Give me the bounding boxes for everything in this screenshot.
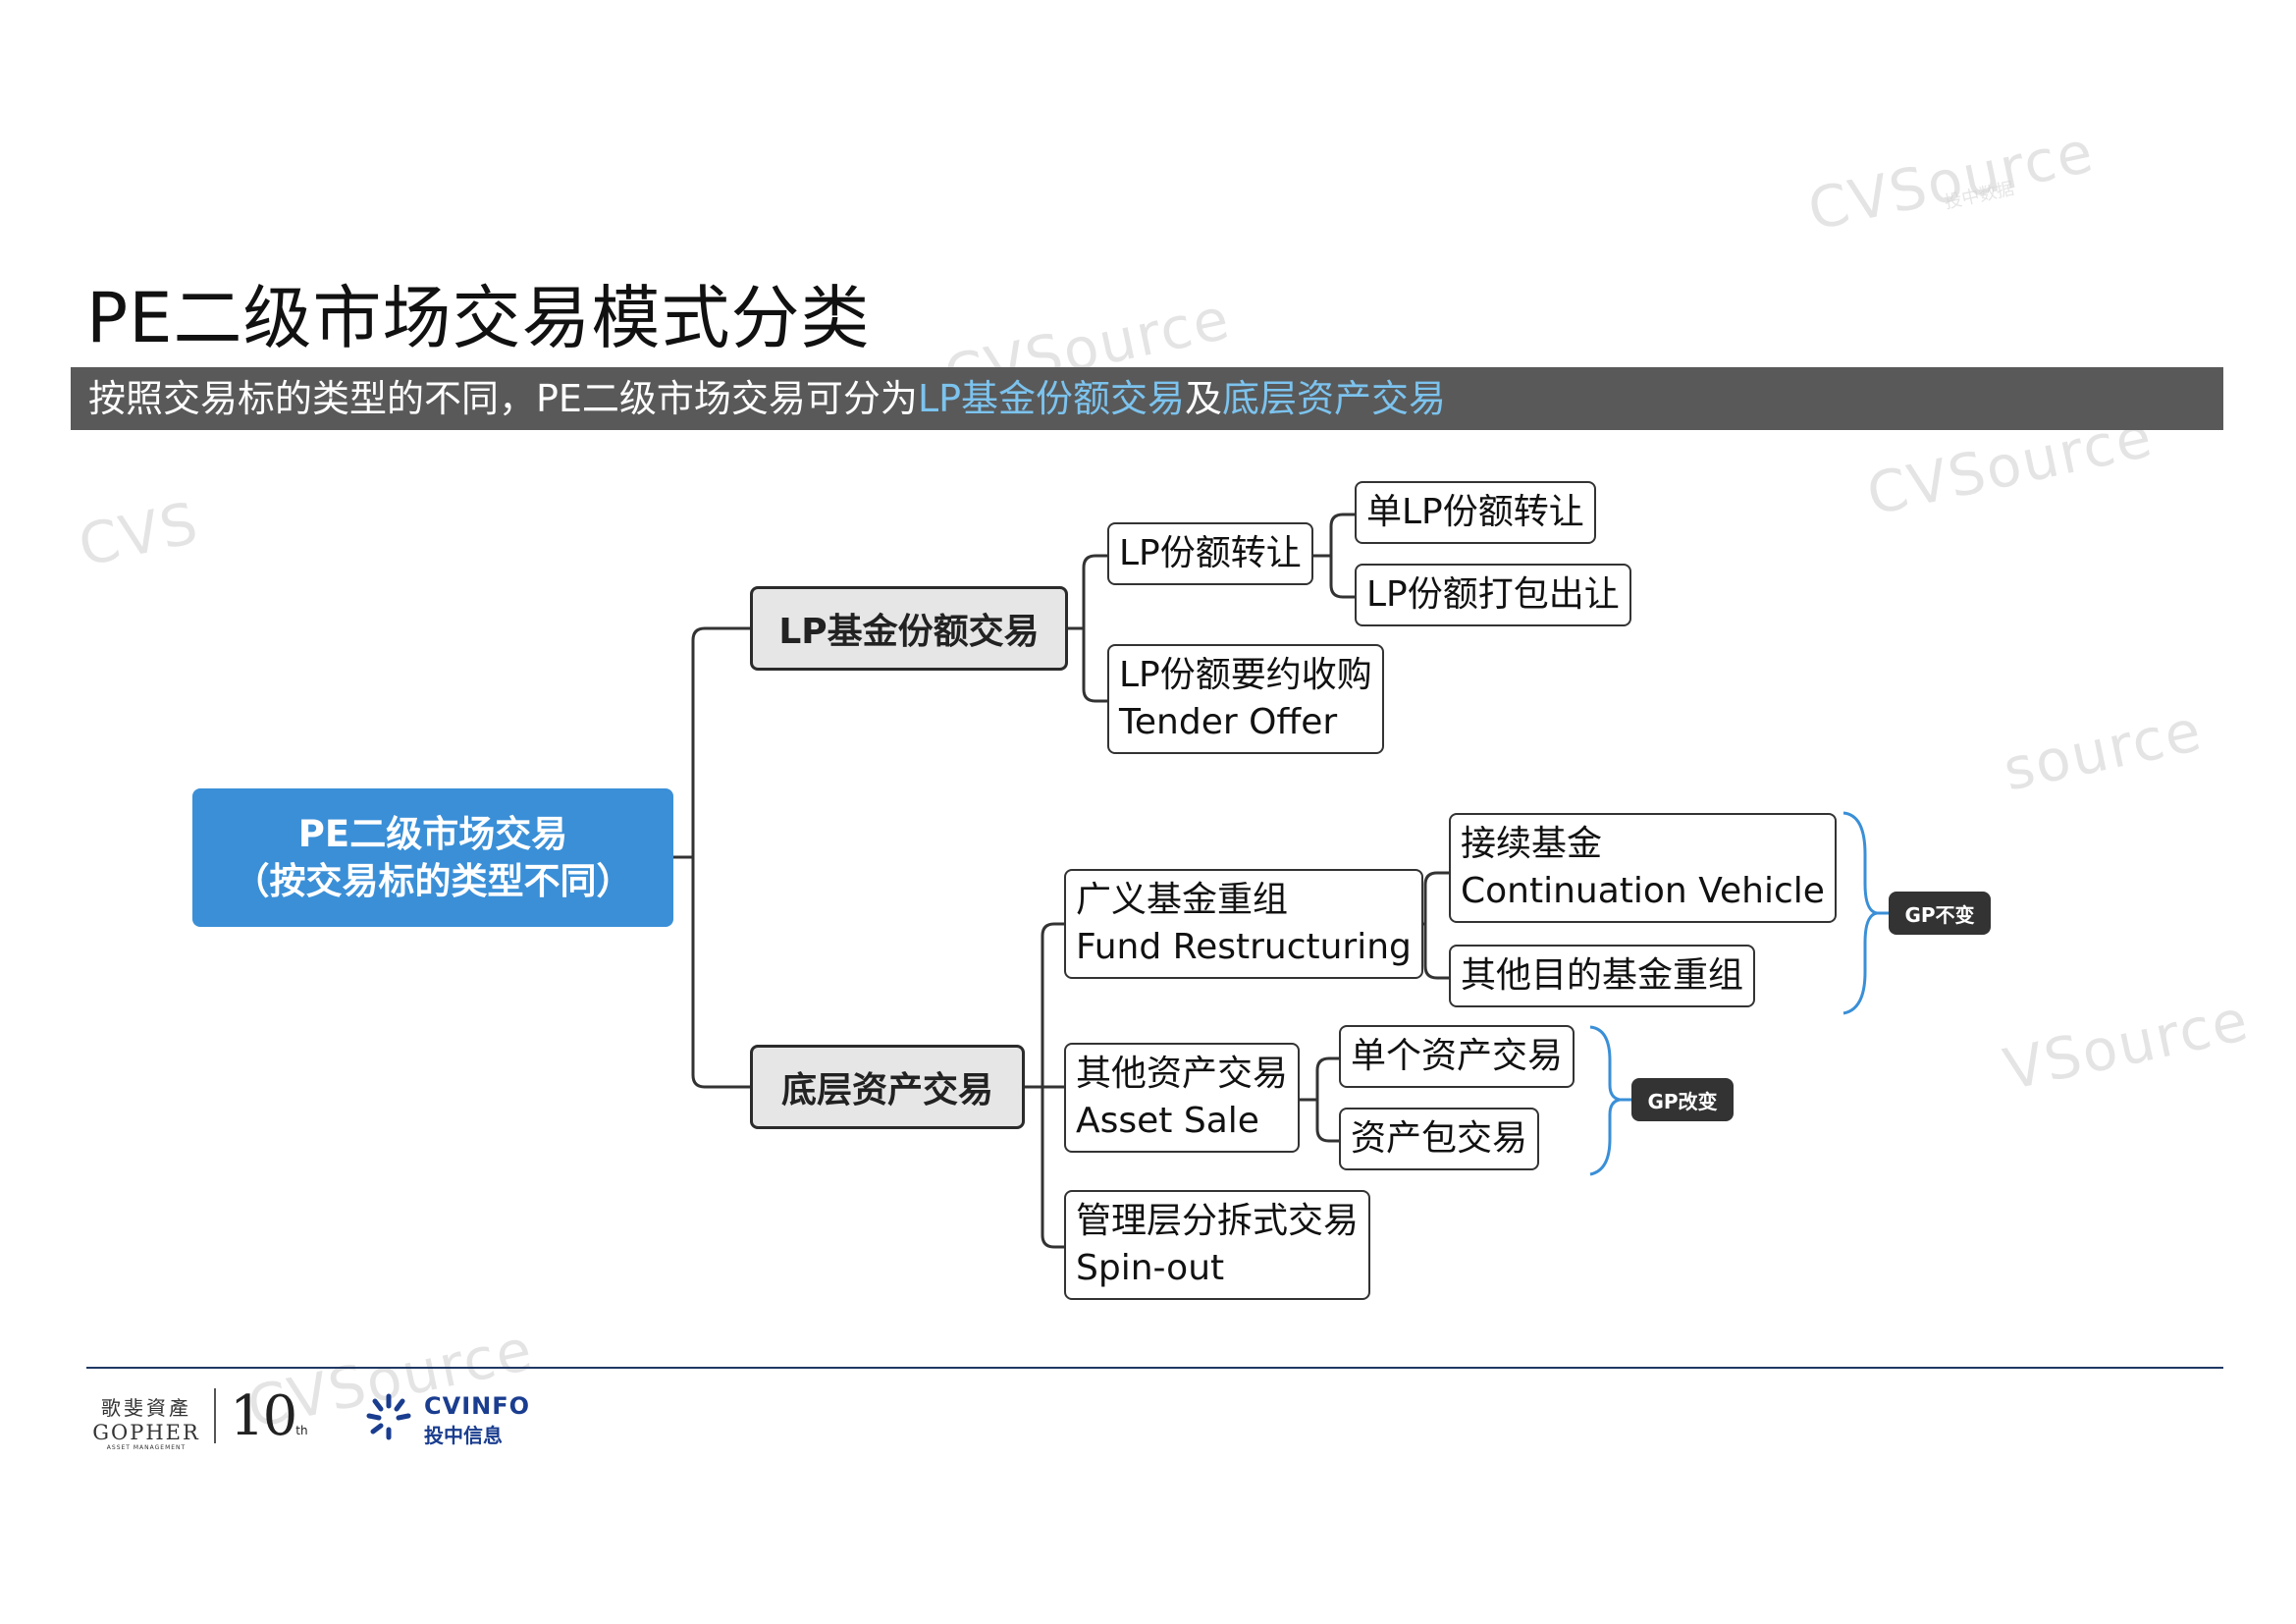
connector-restructuring-other — [1423, 924, 1449, 980]
connector-asset-spinout — [1041, 1087, 1064, 1249]
footer-divider — [86, 1367, 2223, 1369]
connector-asset-restructuring — [1041, 922, 1064, 1087]
root-line1: PE二级市场交易 — [297, 812, 568, 855]
connector-lp-transfer — [1082, 554, 1107, 628]
gopher-logo: 歌斐資產 GOPHER ASSET MANAGEMENT — [92, 1392, 200, 1451]
tender-offer-cn: LP份额要约收购 — [1119, 655, 1372, 695]
tag-gp-changed: GP改变 — [1631, 1078, 1734, 1121]
node-other-restructuring: 其他目的基金重组 — [1449, 945, 1756, 1007]
page-title: PE二级市场交易模式分类 — [86, 278, 871, 358]
gopher-logo-cn: 歌斐資產 — [101, 1396, 191, 1420]
cvinfo-mark-icon — [366, 1393, 411, 1440]
fund-restructuring-cn: 广义基金重组 — [1076, 880, 1289, 920]
cvinfo-logo-en: CVINFO — [424, 1392, 530, 1420]
gopher-logo-sub: ASSET MANAGEMENT — [106, 1444, 187, 1451]
node-lp-package-transfer: LP份额打包出让 — [1355, 564, 1631, 626]
anniversary-suffix: th — [295, 1424, 308, 1437]
node-continuation-vehicle: 接续基金 Continuation Vehicle — [1449, 813, 1837, 923]
node-fund-restructuring: 广义基金重组 Fund Restructuring — [1064, 869, 1423, 979]
node-asset-package-trade: 资产包交易 — [1339, 1108, 1540, 1170]
root-line2: （按交易标的类型不同） — [233, 859, 633, 902]
spin-out-en: Spin-out — [1076, 1248, 1225, 1288]
connector-sale-pack — [1315, 1100, 1339, 1143]
banner-prefix: 按照交易标的类型的不同，PE二级市场交易可分为 — [88, 377, 918, 420]
connector-root-asset — [691, 857, 750, 1089]
continuation-vehicle-cn: 接续基金 — [1461, 824, 1603, 864]
subtitle-banner: 按照交易标的类型的不同，PE二级市场交易可分为LP基金份额交易及底层资产交易 — [71, 367, 2223, 430]
anniversary-number: 10 — [230, 1384, 297, 1448]
connector-transfer-pack — [1329, 556, 1355, 599]
brace-gp-same — [1842, 811, 1878, 1015]
node-lp-fund-trading: LP基金份额交易 — [750, 586, 1068, 671]
continuation-vehicle-en: Continuation Vehicle — [1461, 871, 1825, 911]
fund-restructuring-en: Fund Restructuring — [1076, 927, 1412, 967]
banner-highlight-lp: LP基金份额交易 — [917, 377, 1186, 420]
connector-sale-single — [1315, 1056, 1339, 1100]
asset-sale-en: Asset Sale — [1076, 1101, 1259, 1141]
node-underlying-asset-trading: 底层资产交易 — [750, 1045, 1025, 1129]
node-single-lp-transfer: 单LP份额转让 — [1355, 481, 1596, 544]
asset-sale-cn: 其他资产交易 — [1076, 1054, 1289, 1094]
brace-gp-change — [1589, 1025, 1621, 1176]
connector-root-lp — [691, 626, 750, 857]
node-lp-transfer: LP份额转让 — [1107, 522, 1313, 585]
root-node: PE二级市场交易 （按交易标的类型不同） — [192, 788, 673, 927]
banner-middle: 及 — [1185, 377, 1223, 420]
tender-offer-en: Tender Offer — [1119, 702, 1338, 742]
node-asset-sale: 其他资产交易 Asset Sale — [1064, 1043, 1301, 1153]
connector-lp-tender — [1082, 628, 1107, 703]
spin-out-cn: 管理层分拆式交易 — [1076, 1201, 1360, 1241]
node-tender-offer: LP份额要约收购 Tender Offer — [1107, 644, 1384, 754]
cvinfo-logo-cn: 投中信息 — [424, 1424, 503, 1447]
banner-highlight-asset: 底层资产交易 — [1222, 377, 1447, 420]
anniversary-logo: 10th — [230, 1384, 328, 1449]
logo-divider — [214, 1388, 216, 1443]
cvinfo-logo: CVINFO 投中信息 — [363, 1388, 540, 1447]
node-spin-out: 管理层分拆式交易 Spin-out — [1064, 1190, 1371, 1300]
connector-transfer-single — [1329, 513, 1355, 556]
node-single-asset-trade: 单个资产交易 — [1339, 1025, 1575, 1088]
gopher-logo-en: GOPHER — [92, 1421, 200, 1444]
connector-restructuring-cv — [1423, 871, 1449, 924]
tag-gp-unchanged: GP不变 — [1889, 892, 1991, 935]
